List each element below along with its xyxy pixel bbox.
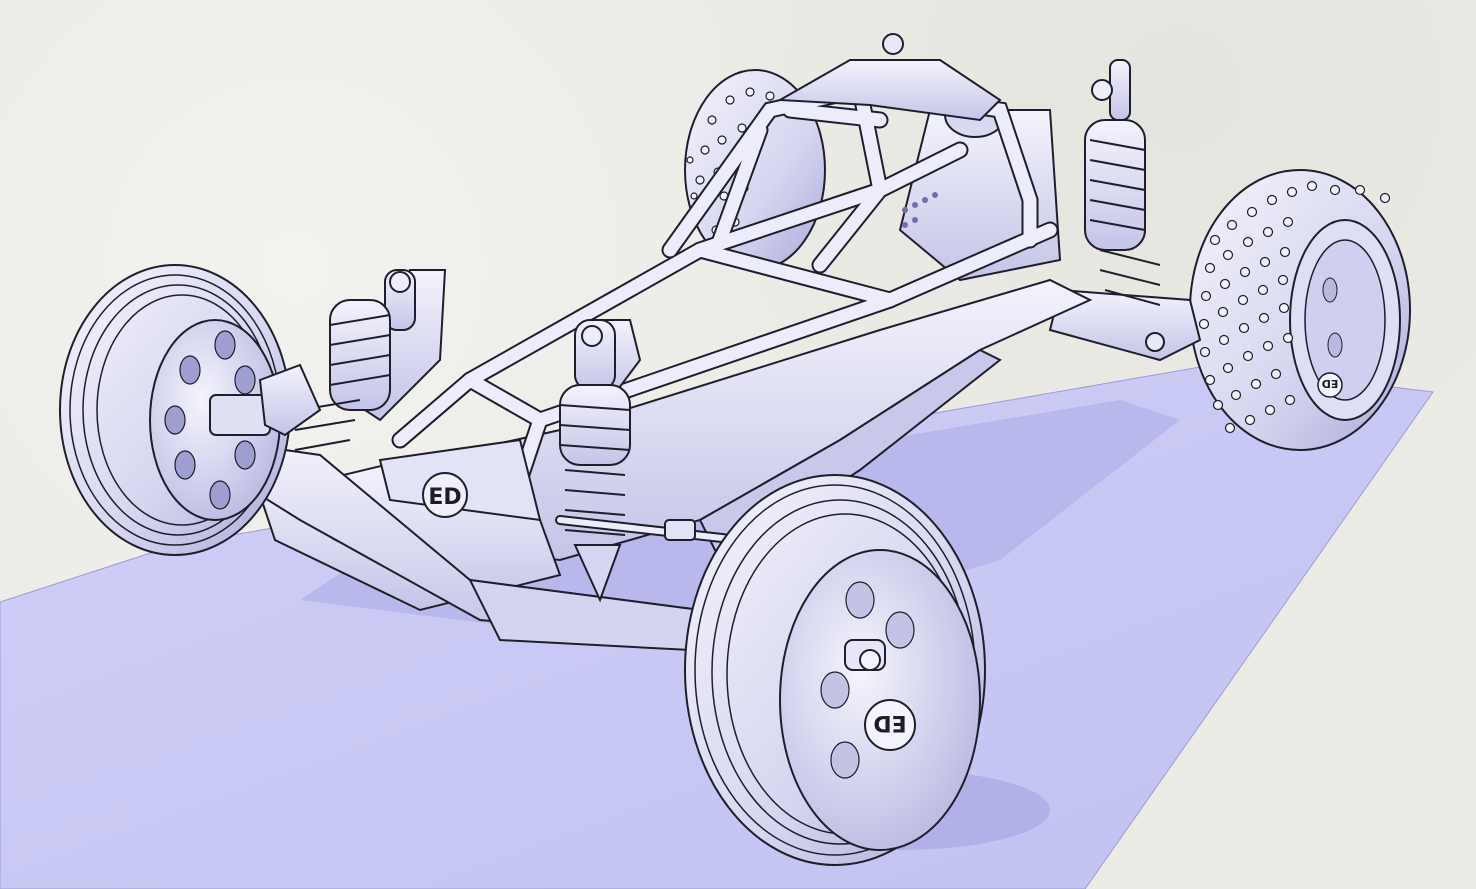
front-left-shock-absorber xyxy=(294,269,416,451)
brand-logo-rear-wheel: ED xyxy=(1317,372,1343,398)
rear-hub-hole xyxy=(1322,277,1338,303)
front-right-wheel: ED xyxy=(684,474,986,866)
front-steering-knuckle xyxy=(258,363,322,437)
wheel-axle xyxy=(844,639,886,671)
svg-text:ED: ED xyxy=(873,710,906,735)
rear-right-shock-absorber xyxy=(1084,59,1161,306)
roll-cage xyxy=(391,81,1059,489)
front-tie-rod xyxy=(555,515,745,545)
roll-cage-top-panel xyxy=(776,59,1002,122)
rear-right-wheel xyxy=(1189,169,1411,451)
front-left-wheel xyxy=(59,264,291,556)
tire-spikes xyxy=(1198,180,1391,434)
brand-logo-bulkhead: ED xyxy=(422,472,468,518)
front-right-shock-absorber xyxy=(559,319,642,603)
svg-text:ED: ED xyxy=(428,485,461,510)
front-left-hub-carrier xyxy=(209,394,271,436)
front-right-rim xyxy=(779,549,981,851)
brand-logo-wheel: ED xyxy=(864,699,916,751)
svg-text:ED: ED xyxy=(1322,377,1339,390)
